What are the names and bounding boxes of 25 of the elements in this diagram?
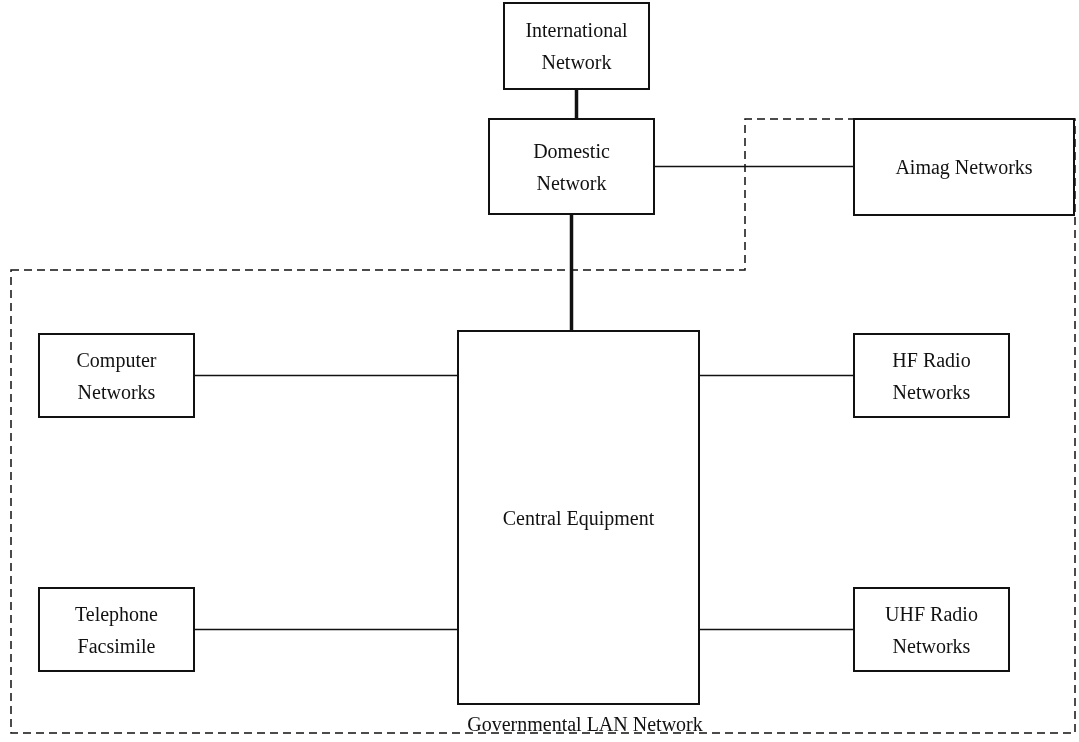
network-box xyxy=(38,333,195,418)
connector-line xyxy=(569,215,574,330)
network-box xyxy=(488,118,655,215)
box-label: Domestic Network xyxy=(532,138,611,196)
network-box xyxy=(853,333,1010,418)
connector-line xyxy=(194,374,458,377)
box-label: UHF Radio Networks xyxy=(884,601,979,659)
connector-line xyxy=(194,628,458,631)
connector-line xyxy=(574,90,579,118)
network-box xyxy=(853,587,1010,672)
connector-line xyxy=(699,628,854,631)
region-label: Governmental LAN Network xyxy=(466,712,704,737)
network-box xyxy=(38,587,195,672)
box-label: HF Radio Networks xyxy=(891,347,972,405)
box-label: Central Equipment xyxy=(502,505,655,532)
dashed-region xyxy=(10,118,1076,734)
box-label: International Network xyxy=(524,18,629,75)
connector-line xyxy=(699,374,854,377)
network-box xyxy=(853,118,1075,216)
box-label: Telephone Facsimile xyxy=(74,601,159,659)
connector-line xyxy=(654,165,854,168)
box-label: Computer Networks xyxy=(75,347,158,405)
network-box xyxy=(503,2,650,90)
box-label: Aimag Networks xyxy=(895,155,1033,181)
network-box xyxy=(457,330,700,705)
